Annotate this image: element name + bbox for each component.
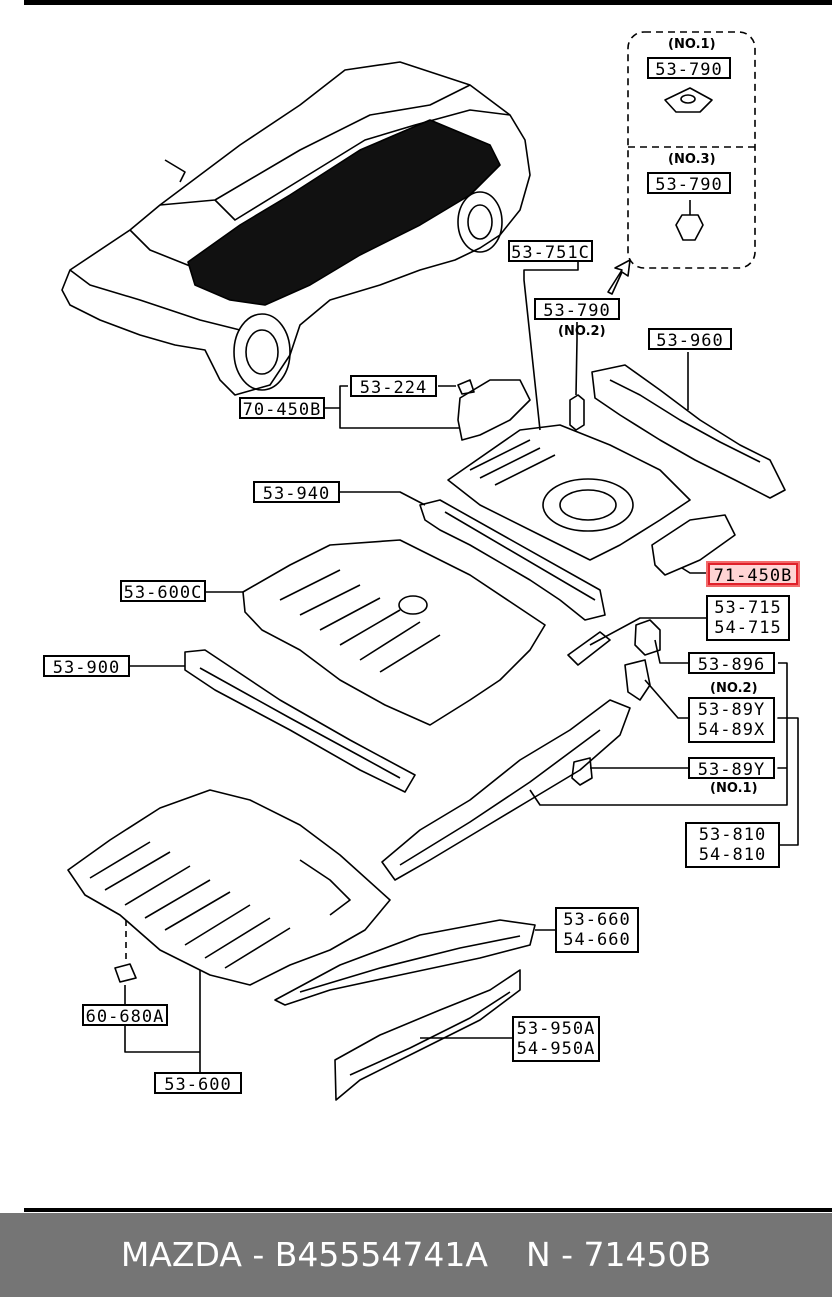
part-label-53-715: 53-715 xyxy=(714,598,782,618)
side-member-53-810 xyxy=(381,699,631,881)
part-label-53-790-mid[interactable]: 53-790 xyxy=(647,172,731,195)
rear-floor-pan xyxy=(447,424,691,561)
part-label-54-810: 54-810 xyxy=(698,845,767,865)
floor-highlight-on-car xyxy=(187,119,501,306)
bottom-rule xyxy=(24,1208,832,1212)
footer-brand-part-number: MAZDA - B45554741A xyxy=(120,1235,488,1274)
part-label-53-790-top[interactable]: 53-790 xyxy=(647,57,731,80)
part-label-53-600[interactable]: 53-600 xyxy=(154,1072,242,1095)
bracket-71-450b xyxy=(651,514,736,576)
part-label-53-810: 53-810 xyxy=(698,825,767,845)
part-label-70-450b[interactable]: 70-450B xyxy=(239,397,325,420)
footer-bar: MAZDA - B45554741A N - 71450B xyxy=(0,1213,832,1297)
part-label-53-600c[interactable]: 53-600C xyxy=(120,580,206,603)
part-label-54-660: 54-660 xyxy=(563,930,631,950)
part-label-53-89y-54-89x[interactable]: 53-89Y 54-89X xyxy=(688,697,775,743)
part-label-71-450b-highlighted[interactable]: 71-450B xyxy=(708,563,798,586)
part-label-53-660-54-660[interactable]: 53-660 54-660 xyxy=(555,907,639,953)
part-label-54-89x: 54-89X xyxy=(697,720,766,740)
car-illustration xyxy=(61,61,531,396)
part-label-54-950a: 54-950A xyxy=(516,1039,596,1059)
top-rule xyxy=(24,0,832,5)
part-label-54-715: 54-715 xyxy=(714,618,782,638)
part-label-53-751c[interactable]: 53-751C xyxy=(508,240,593,263)
part-label-53-715-54-715[interactable]: 53-715 54-715 xyxy=(706,595,790,641)
part-label-53-790[interactable]: 53-790 xyxy=(534,298,620,321)
part-label-53-940[interactable]: 53-940 xyxy=(253,481,340,504)
note-no3: (NO.3) xyxy=(668,152,716,167)
bracket-53-224 xyxy=(457,379,531,441)
part-label-53-900[interactable]: 53-900 xyxy=(43,655,130,678)
note-no1-b: (NO.1) xyxy=(710,781,758,796)
front-floor-53-600 xyxy=(67,789,391,986)
crossmember-53-940 xyxy=(419,499,606,621)
part-label-53-89y: 53-89Y xyxy=(697,700,766,720)
part-label-53-950a-54-950a[interactable]: 53-950A 54-950A xyxy=(512,1016,600,1062)
part-label-53-960[interactable]: 53-960 xyxy=(648,328,732,351)
footer-reference-number: N - 71450B xyxy=(525,1235,712,1274)
part-label-53-89y-no1[interactable]: 53-89Y xyxy=(688,757,775,780)
sill-53-660 xyxy=(274,919,536,1006)
variant-dashed-box xyxy=(627,31,756,269)
crossmember-53-900 xyxy=(184,649,416,793)
part-label-53-224[interactable]: 53-224 xyxy=(350,375,437,398)
rear-side-member-right xyxy=(591,364,786,499)
note-no2-a: (NO.2) xyxy=(558,324,606,339)
part-label-53-950a: 53-950A xyxy=(516,1019,596,1039)
part-label-60-680a[interactable]: 60-680A xyxy=(82,1004,168,1027)
part-label-53-896[interactable]: 53-896 xyxy=(688,652,775,675)
part-label-53-660: 53-660 xyxy=(563,910,631,930)
center-floor-53-600c xyxy=(242,539,546,726)
note-no2-b: (NO.2) xyxy=(710,681,758,696)
note-no1-top: (NO.1) xyxy=(668,37,716,52)
reinforcement-53-950a xyxy=(334,969,521,1101)
part-label-53-810-54-810[interactable]: 53-810 54-810 xyxy=(685,822,780,868)
